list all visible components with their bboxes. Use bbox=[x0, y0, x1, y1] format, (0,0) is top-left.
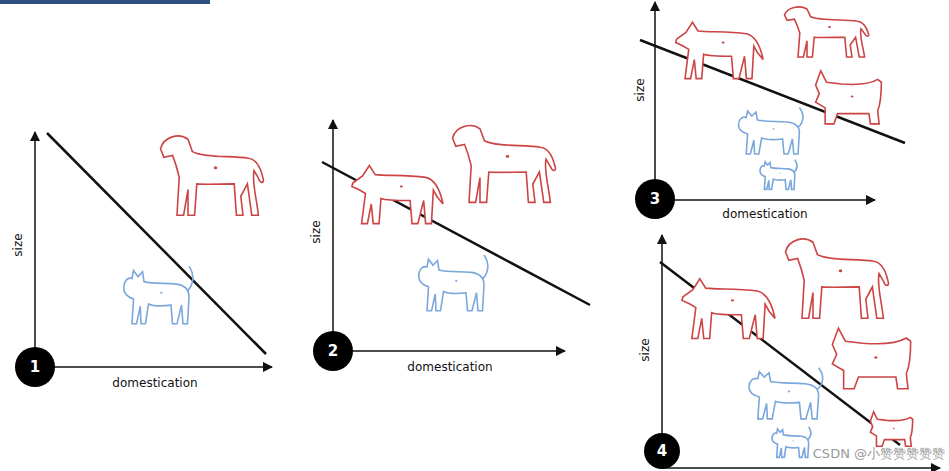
callout-text: 2 bbox=[328, 342, 338, 360]
axis-label: domestication bbox=[407, 360, 492, 374]
callout-number: 3 bbox=[635, 179, 675, 219]
callout-text: 1 bbox=[30, 358, 40, 376]
callout-number: 2 bbox=[313, 331, 353, 371]
watermark: CSDN @小赞赞赞赞赞 bbox=[813, 445, 945, 463]
axis-label: domestication bbox=[112, 376, 197, 390]
axis-label: size bbox=[633, 78, 647, 101]
callout-number: 1 bbox=[15, 347, 55, 387]
callout-text: 3 bbox=[650, 190, 660, 208]
callout-text: 4 bbox=[657, 442, 667, 460]
axis-label: size bbox=[638, 338, 652, 361]
axis-label: domestication bbox=[722, 207, 807, 221]
axis-label: size bbox=[309, 220, 323, 243]
callout-number: 4 bbox=[644, 433, 680, 469]
axis-label: size bbox=[11, 233, 25, 256]
